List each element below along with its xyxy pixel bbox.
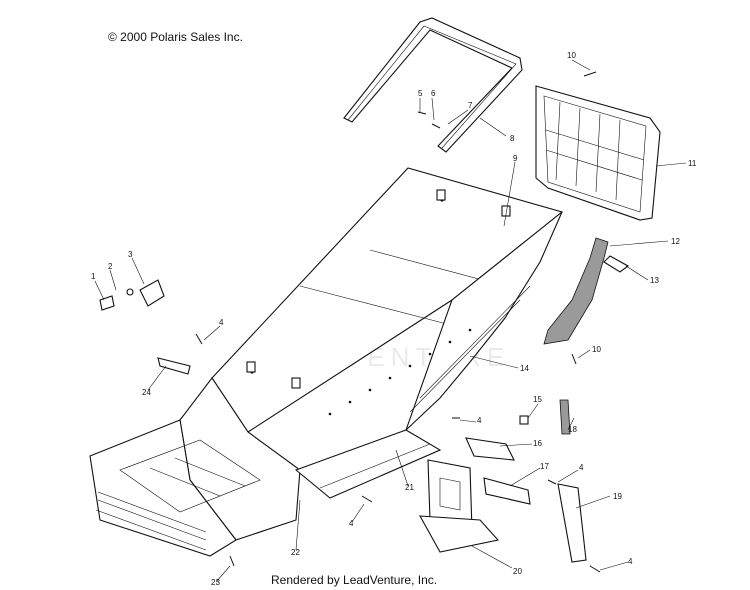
callout-9: 9 xyxy=(513,154,518,163)
callout-14: 14 xyxy=(520,364,529,373)
callout-22: 22 xyxy=(291,548,300,557)
callout-7: 7 xyxy=(468,101,473,110)
fastener-screws xyxy=(195,71,601,573)
callout-10b: 10 xyxy=(592,345,601,354)
rendered-by-footer: Rendered by LeadVenture, Inc. xyxy=(271,573,438,587)
callout-16: 16 xyxy=(533,439,542,448)
callout-4c: 4 xyxy=(349,519,354,528)
callout-numbers: 1 2 3 4 4 4 4 4 5 6 7 8 9 10 10 11 12 13… xyxy=(91,51,697,587)
callout-5: 5 xyxy=(418,89,423,98)
chassis-tunnel xyxy=(89,167,564,557)
callout-4e: 4 xyxy=(628,557,633,566)
copyright-notice: © 2000 Polaris Sales Inc. xyxy=(108,30,243,44)
rear-grab-bar xyxy=(343,17,523,153)
callout-13: 13 xyxy=(650,276,659,285)
front-bracket-hardware xyxy=(99,279,165,311)
right-side-small-parts xyxy=(419,399,587,563)
callout-11: 11 xyxy=(688,159,697,168)
callout-leader-lines xyxy=(94,59,687,583)
callout-1: 1 xyxy=(91,272,96,281)
rear-bumper-side-cover xyxy=(543,237,630,345)
callout-23: 23 xyxy=(211,578,220,587)
callout-8: 8 xyxy=(510,134,515,143)
callout-10a: 10 xyxy=(567,51,576,60)
callout-18: 18 xyxy=(568,425,577,434)
bracket-24 xyxy=(157,357,191,375)
callout-2: 2 xyxy=(108,262,113,271)
callout-24: 24 xyxy=(142,388,151,397)
callout-19: 19 xyxy=(613,492,622,501)
callout-4b: 4 xyxy=(477,416,482,425)
callout-15: 15 xyxy=(533,395,542,404)
callout-17: 17 xyxy=(540,462,549,471)
callout-6: 6 xyxy=(431,89,436,98)
callout-20: 20 xyxy=(513,567,522,576)
rear-snowflap xyxy=(535,85,661,221)
callout-4d: 4 xyxy=(579,463,584,472)
callout-3: 3 xyxy=(128,250,133,259)
callout-12: 12 xyxy=(671,237,680,246)
callout-21: 21 xyxy=(405,483,414,492)
callout-4a: 4 xyxy=(219,318,224,327)
